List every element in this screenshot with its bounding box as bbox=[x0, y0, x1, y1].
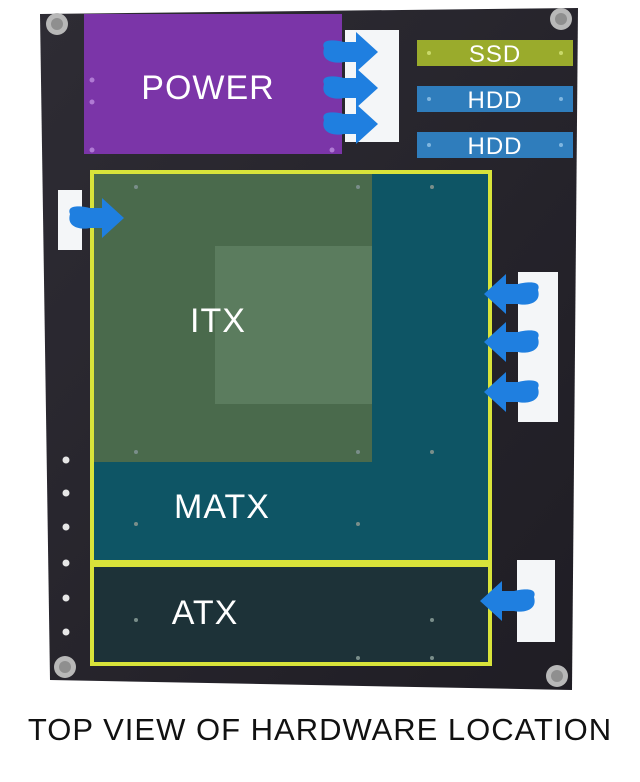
screw-icon bbox=[54, 656, 76, 678]
screw-icon bbox=[550, 8, 572, 30]
hdd-bay: HDD bbox=[417, 86, 573, 114]
diagram-caption: TOP VIEW OF HARDWARE LOCATION bbox=[27, 712, 613, 747]
standoff-dots bbox=[134, 185, 434, 660]
matx-label: MATX bbox=[174, 488, 270, 526]
ssd-bay: SSD bbox=[417, 40, 573, 68]
io-dots bbox=[62, 456, 70, 636]
screw-icon bbox=[546, 665, 568, 687]
hdd-label: HDD bbox=[468, 87, 523, 114]
hdd-label: HDD bbox=[468, 133, 523, 160]
itx-label: ITX bbox=[190, 302, 246, 340]
itx-zone bbox=[92, 172, 372, 462]
hardware-layout-diagram: POWER SSD HDD HDD bbox=[40, 8, 578, 690]
power-zone: POWER bbox=[84, 14, 342, 154]
hdd-bay: HDD bbox=[417, 132, 573, 160]
ssd-label: SSD bbox=[469, 41, 521, 68]
screw-icon bbox=[46, 13, 68, 35]
power-label: POWER bbox=[141, 69, 274, 107]
atx-label: ATX bbox=[172, 594, 239, 632]
board-outline bbox=[90, 170, 492, 666]
